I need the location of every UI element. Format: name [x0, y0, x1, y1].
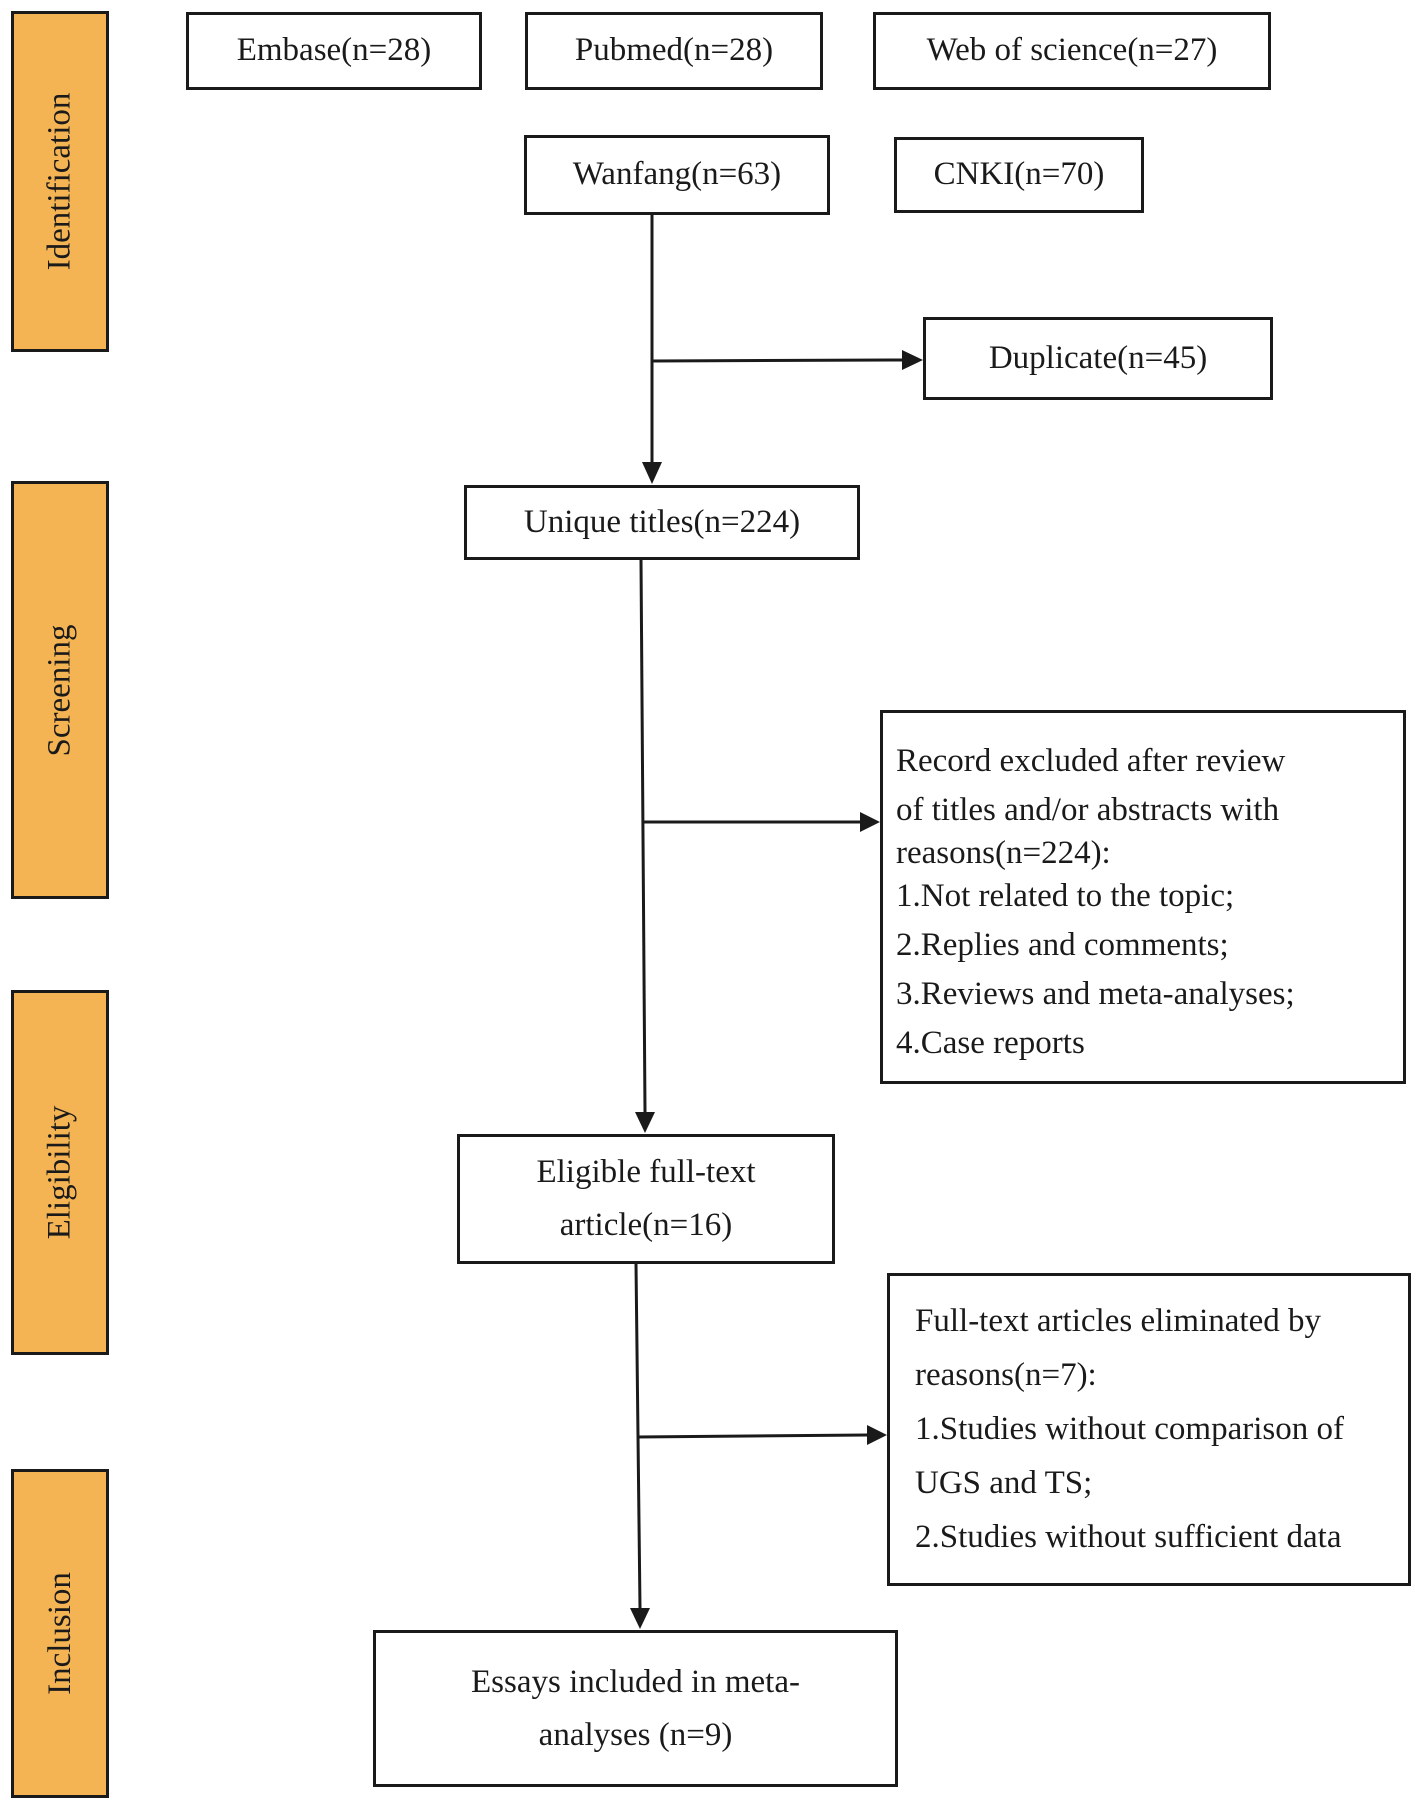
eliminated-line: Full-text articles eliminated by — [915, 1303, 1321, 1339]
source-embase-box: Embase(n=28) — [186, 12, 482, 90]
source-pubmed-label: Pubmed(n=28) — [574, 32, 774, 69]
source-web-of-science-label: Web of science(n=27) — [926, 32, 1218, 69]
eliminated-reason: UGS and TS; — [915, 1465, 1093, 1501]
eliminated-line: reasons(n=7): — [915, 1357, 1097, 1393]
eligible-line: article(n=16) — [559, 1207, 733, 1243]
excluded-line: reasons(n=224): — [896, 835, 1111, 871]
included-line: analyses (n=9) — [538, 1716, 733, 1753]
source-cnki-box: CNKI(n=70) — [894, 137, 1144, 213]
excluded-reason: 2.Replies and comments; — [896, 927, 1229, 963]
duplicate-box: Duplicate(n=45) — [923, 317, 1273, 400]
eliminated-reason: 2.Studies without sufficient data — [915, 1519, 1342, 1555]
excluded-reason: 3.Reviews and meta-analyses; — [896, 976, 1295, 1012]
arrowhead-eliminated — [867, 1425, 887, 1445]
phase-inclusion: Inclusion — [11, 1469, 109, 1798]
arrowhead-unique-titles — [642, 462, 662, 484]
unique-titles-box: Unique titles(n=224) — [464, 485, 860, 560]
included-box: Essays included in meta- analyses (n=9) — [373, 1630, 898, 1787]
phase-identification: Identification — [11, 11, 109, 352]
arrowhead-duplicate — [902, 350, 923, 370]
source-pubmed-box: Pubmed(n=28) — [525, 12, 823, 90]
excluded-after-review-box: Record excluded after review of titles a… — [880, 710, 1406, 1084]
arrow-to-duplicate — [651, 358, 903, 363]
arrowhead-excluded — [860, 812, 880, 832]
eliminated-box: Full-text articles eliminated by reasons… — [887, 1273, 1411, 1586]
source-cnki-label: CNKI(n=70) — [933, 156, 1105, 193]
included-line: Essays included in meta- — [470, 1663, 800, 1700]
arrow-to-eligible — [639, 559, 647, 1113]
phase-eligibility: Eligibility — [11, 990, 109, 1355]
source-wanfang-box: Wanfang(n=63) — [524, 135, 830, 215]
arrow-to-eliminated — [636, 1433, 868, 1439]
source-wanfang-label: Wanfang(n=63) — [572, 156, 782, 193]
source-web-of-science-box: Web of science(n=27) — [873, 12, 1271, 90]
unique-titles-label: Unique titles(n=224) — [523, 503, 801, 540]
arrowhead-included — [630, 1608, 650, 1629]
eligible-line: Eligible full-text — [536, 1154, 756, 1191]
excluded-reason: 4.Case reports — [896, 1025, 1085, 1061]
duplicate-label: Duplicate(n=45) — [988, 339, 1208, 376]
eliminated-reason: 1.Studies without comparison of — [915, 1411, 1344, 1447]
source-embase-label: Embase(n=28) — [236, 32, 432, 69]
arrowhead-eligible — [635, 1112, 655, 1133]
excluded-line: of titles and/or abstracts with — [896, 792, 1280, 828]
eliminated-text: Full-text articles eliminated by reasons… — [915, 1294, 1344, 1564]
excluded-reason: 1.Not related to the topic; — [896, 878, 1235, 914]
eligible-text: Eligible full-text article(n=16) — [536, 1146, 755, 1252]
phase-screening: Screening — [11, 481, 109, 899]
eligible-box: Eligible full-text article(n=16) — [457, 1134, 835, 1264]
included-text: Essays included in meta- analyses (n=9) — [471, 1656, 800, 1762]
excluded-after-review-text: Record excluded after review of titles a… — [896, 737, 1295, 1068]
excluded-line: Record excluded after review — [896, 743, 1286, 779]
